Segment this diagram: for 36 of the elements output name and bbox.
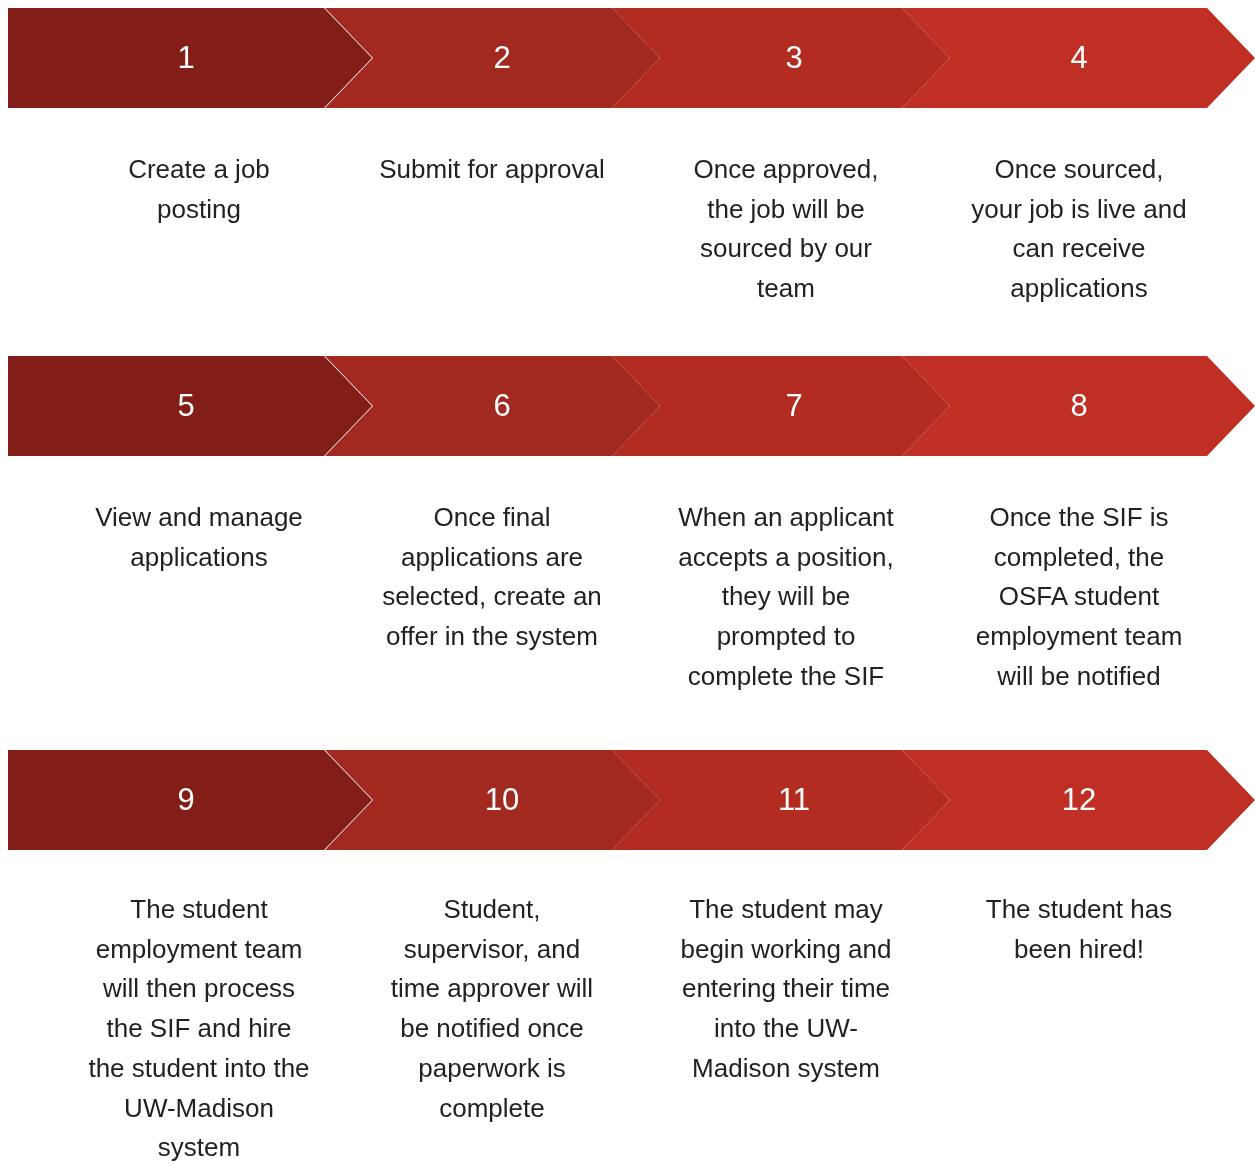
- step-number: 10: [484, 781, 520, 819]
- step-number: 8: [1070, 387, 1088, 425]
- chevron-step-banner: [325, 8, 660, 108]
- step-description: Once sourced, your job is live and can receive applications: [970, 153, 1188, 306]
- chevron-step-banner: [902, 8, 1255, 108]
- step-description: Once approved, the job will be sourced by our team: [692, 153, 880, 306]
- chevron-step-banner: [612, 8, 950, 108]
- chevron-step-banner: [8, 356, 372, 456]
- step-description: Student, supervisor, and time approver will be notified once paperwork is complete: [389, 893, 595, 1125]
- step-description: Create a job posting: [127, 153, 271, 226]
- step-number: 3: [785, 39, 803, 77]
- step-number: 5: [177, 387, 195, 425]
- step-description: View and manage applications: [94, 501, 304, 574]
- chevron-step-banner: [8, 8, 372, 108]
- step-number: 12: [1061, 781, 1097, 819]
- step-number: 4: [1070, 39, 1088, 77]
- chevron-step-banner: [902, 356, 1255, 456]
- step-number: 6: [493, 387, 511, 425]
- step-number: 11: [777, 781, 811, 819]
- step-number: 9: [177, 781, 195, 819]
- chevron-step-banner: [325, 356, 660, 456]
- step-description: The student may begin working and entering their time into the UW-Madison system: [679, 893, 893, 1085]
- step-description: The student has been hired!: [984, 893, 1174, 966]
- chevron-step-banner: [612, 356, 950, 456]
- step-description: Once the SIF is completed, the OSFA student employment team will be notified: [974, 501, 1184, 693]
- step-number: 1: [177, 39, 195, 77]
- step-description: Submit for approval: [379, 153, 605, 186]
- step-number: 2: [493, 39, 511, 77]
- chevron-step-banner: [612, 750, 950, 850]
- chevron-step-banner: [325, 750, 660, 850]
- step-number: 7: [785, 387, 803, 425]
- chevron-step-banner: [902, 750, 1255, 850]
- step-description: The student employment team will then process the SIF and hire the student into the UW-Madison system: [87, 893, 311, 1165]
- step-description: When an applicant accepts a position, they will be prompted to complete the SIF: [677, 501, 895, 693]
- step-description: Once final applications are selected, create an offer in the system: [381, 501, 603, 654]
- chevron-step-banner: [8, 750, 372, 850]
